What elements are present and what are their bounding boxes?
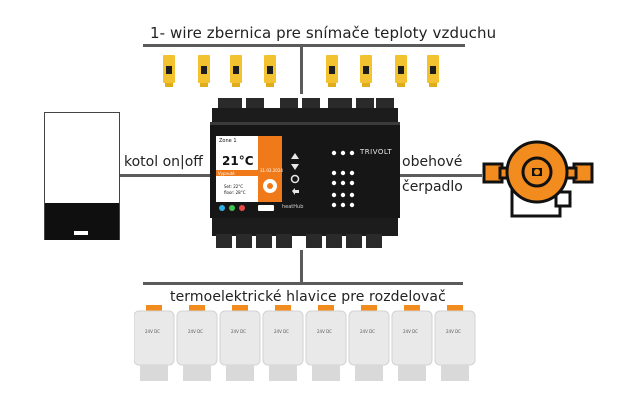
screen-setpoint: Set: 22°C bbox=[224, 184, 244, 189]
bus-label: 1- wire zbernica pre snímače teploty vzd… bbox=[150, 24, 497, 42]
screen-temperature: 21°C bbox=[222, 154, 254, 168]
pump-line bbox=[398, 174, 482, 177]
screen-zone: Zone 1 bbox=[219, 138, 237, 144]
actuator-icon bbox=[305, 305, 347, 381]
actuator-unit-label: 24V DC bbox=[446, 329, 461, 334]
actuator-label: termoelektrické hlavice pre rozdelovač bbox=[170, 289, 446, 305]
screen-floor-temp: floor: 28°C bbox=[224, 190, 246, 195]
actuator-icon bbox=[262, 305, 304, 381]
controller-brand: TRIVOLT bbox=[360, 148, 393, 156]
sensor-icons bbox=[163, 55, 439, 87]
screen-status: Vypnuté bbox=[218, 171, 235, 176]
sensor-icon bbox=[395, 55, 407, 87]
bus-line bbox=[143, 44, 465, 47]
actuator-icon bbox=[219, 305, 261, 381]
actuator-group: 24V DC 24V DC 24V DC 24V DC 24V DC 24V D… bbox=[133, 305, 480, 393]
actuator-icon bbox=[391, 305, 433, 381]
sensor-icon bbox=[230, 55, 242, 87]
actuator-unit-label: 24V DC bbox=[360, 329, 375, 334]
controller-unit: Zone 1 21°C Vypnuté Set: 22°C floor: 28°… bbox=[210, 98, 400, 250]
boiler-display bbox=[74, 231, 88, 235]
actuator-unit-label: 24V DC bbox=[145, 329, 160, 334]
actuator-unit-label: 24V DC bbox=[231, 329, 246, 334]
sensor-icon bbox=[360, 55, 372, 87]
boiler-icon bbox=[44, 112, 120, 240]
actuator-unit-label: 24V DC bbox=[188, 329, 203, 334]
sensor-icon bbox=[326, 55, 338, 87]
actuator-unit-label: 24V DC bbox=[317, 329, 332, 334]
sensor-icon bbox=[264, 55, 276, 87]
actuator-icon bbox=[176, 305, 218, 381]
actuator-icon bbox=[348, 305, 390, 381]
sensor-icon bbox=[427, 55, 439, 87]
pump-label-line2: čerpadlo bbox=[402, 179, 463, 195]
actuator-unit-label: 24V DC bbox=[403, 329, 418, 334]
bus-drop-line bbox=[300, 44, 303, 94]
actuator-icon bbox=[133, 305, 175, 381]
boiler-label: kotol on|off bbox=[124, 154, 203, 170]
screen-date: 31.03.2024 bbox=[260, 168, 283, 173]
boiler-line bbox=[120, 174, 210, 177]
pump-icon bbox=[482, 128, 594, 228]
actuator-unit-label: 24V DC bbox=[274, 329, 289, 334]
sensor-icon bbox=[163, 55, 175, 87]
actuator-drop-line bbox=[300, 250, 303, 282]
sensor-group bbox=[150, 55, 450, 89]
actuator-icons bbox=[133, 305, 476, 381]
controller-model: heatHub bbox=[282, 204, 304, 210]
actuator-bus-line bbox=[143, 282, 463, 285]
sensor-icon bbox=[198, 55, 210, 87]
pump-label-line1: obehové bbox=[402, 154, 463, 170]
actuator-icon bbox=[434, 305, 476, 381]
